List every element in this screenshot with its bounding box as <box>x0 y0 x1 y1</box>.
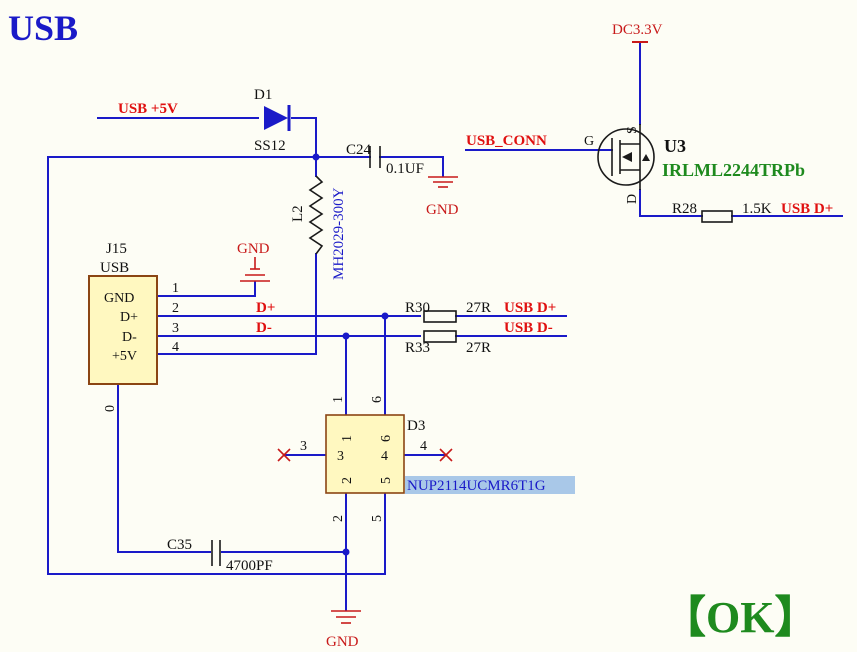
u3-body <box>597 128 655 186</box>
j15-pin4-number: 4 <box>172 340 179 355</box>
u3-ref: U3 <box>664 136 686 156</box>
resistor-r33: R33 27R <box>405 330 491 356</box>
d3-ref: D3 <box>407 418 425 434</box>
j15-pin2-number: 2 <box>172 301 179 316</box>
r28-value: 1.5K <box>742 201 772 217</box>
c35-ref: C35 <box>167 537 192 553</box>
net-usb-dplus-top: USB D+ <box>781 201 833 217</box>
j15-pin1-number: 1 <box>172 281 179 296</box>
wires <box>47 41 843 611</box>
c24-value: 0.1UF <box>386 161 424 177</box>
junction-dot <box>342 548 350 556</box>
junctions <box>312 153 389 556</box>
j15-ref: J15 <box>106 241 127 257</box>
diode-d1: D1 SS12 <box>254 87 291 154</box>
junction-dot <box>312 153 320 161</box>
gnd-label-c24: GND <box>426 202 459 218</box>
r33-value: 27R <box>466 340 491 356</box>
l2-value: MH2029-300Y <box>331 187 347 280</box>
junction-dot <box>381 312 389 320</box>
inductor-l2: L2 MH2029-300Y <box>290 175 347 280</box>
r33-ref: R33 <box>405 340 430 356</box>
j15-pin3-number: 3 <box>172 321 179 336</box>
resistor-r30: R30 27R <box>405 300 491 323</box>
net-dc33: DC3.3V <box>612 22 663 38</box>
d3-outer-pin2: 2 <box>331 515 346 522</box>
diode-d1-symbol <box>264 106 288 130</box>
j15-pin4-name: +5V <box>112 349 137 364</box>
j15-value: USB <box>100 260 129 276</box>
u3-body-diode <box>642 154 650 161</box>
d3-outer-pin6: 6 <box>370 396 385 403</box>
l2-coil <box>308 175 324 255</box>
d3-inner-pin6: 6 <box>379 435 394 442</box>
resistor-r28: R28 1.5K <box>672 201 772 223</box>
gnd-symbol-connector: GND <box>237 241 270 282</box>
j15-pin1-name: GND <box>104 291 134 306</box>
mosfet-u3: DC3.3V G S D U3 IRLML2244TRPb <box>584 22 805 204</box>
net-usb-5v: USB +5V <box>118 101 178 117</box>
c35-value: 4700PF <box>226 558 273 574</box>
d3-outer-pin4: 4 <box>420 439 427 454</box>
sheet-title: USB <box>8 8 78 48</box>
u3-pin-d: D <box>625 194 640 204</box>
capacitor-c24: C24 0.1UF <box>346 142 424 177</box>
gnd-label-connector: GND <box>237 241 270 257</box>
u3-value: IRLML2244TRPb <box>662 160 805 180</box>
nc-cross <box>439 448 453 462</box>
d3-inner-pin1: 1 <box>340 435 355 442</box>
net-d-minus: D- <box>256 320 272 336</box>
c24-ref: C24 <box>346 142 372 158</box>
r30-ref: R30 <box>405 300 430 316</box>
d1-value: SS12 <box>254 138 286 154</box>
d1-ref: D1 <box>254 87 272 103</box>
esd-array-d3: D3 NUP2114UCMR6T1G 1 6 3 4 2 5 1 6 3 4 2… <box>300 396 575 522</box>
r30-value: 27R <box>466 300 491 316</box>
junction-dot <box>342 332 350 340</box>
d3-inner-pin4: 4 <box>381 449 388 464</box>
d3-body <box>325 414 405 494</box>
net-d-plus: D+ <box>256 300 275 316</box>
d3-value: NUP2114UCMR6T1G <box>407 478 546 494</box>
d3-inner-pin3: 3 <box>337 449 344 464</box>
j15-pin3-name: D- <box>122 330 137 345</box>
net-usb-conn: USB_CONN <box>466 133 547 149</box>
u3-pin-s: S <box>625 126 640 134</box>
d3-outer-pin3: 3 <box>300 439 307 454</box>
u3-arrow <box>622 152 632 162</box>
d3-outer-pin1: 1 <box>331 396 346 403</box>
net-usb-dminus: USB D- <box>504 320 553 336</box>
r28-body <box>701 210 733 223</box>
no-connect-left <box>277 448 291 462</box>
status-ok-label: 【OK】 <box>662 593 818 642</box>
r30-body <box>423 310 457 323</box>
net-usb-dplus: USB D+ <box>504 300 556 316</box>
connector-j15: J15 USB GND D+ D- +5V 1 2 3 4 0 <box>88 241 179 412</box>
no-connect-right <box>439 448 453 462</box>
d3-value-highlight <box>405 476 575 494</box>
gnd-symbol-c24: GND <box>426 176 459 218</box>
d3-inner-pin5: 5 <box>379 477 394 484</box>
u3-pin-g: G <box>584 134 594 149</box>
gnd-label-bottom: GND <box>326 634 359 650</box>
j15-shield-pin: 0 <box>103 405 118 412</box>
l2-ref: L2 <box>290 205 306 222</box>
r28-ref: R28 <box>672 201 697 217</box>
j15-pin2-name: D+ <box>120 310 138 325</box>
j15-body <box>88 275 158 385</box>
capacitor-c35: C35 4700PF <box>167 537 273 574</box>
d3-outer-pin5: 5 <box>370 515 385 522</box>
r33-body <box>423 330 457 343</box>
nc-cross <box>277 448 291 462</box>
d3-inner-pin2: 2 <box>340 477 355 484</box>
gnd-symbol-bottom: GND <box>326 610 361 650</box>
